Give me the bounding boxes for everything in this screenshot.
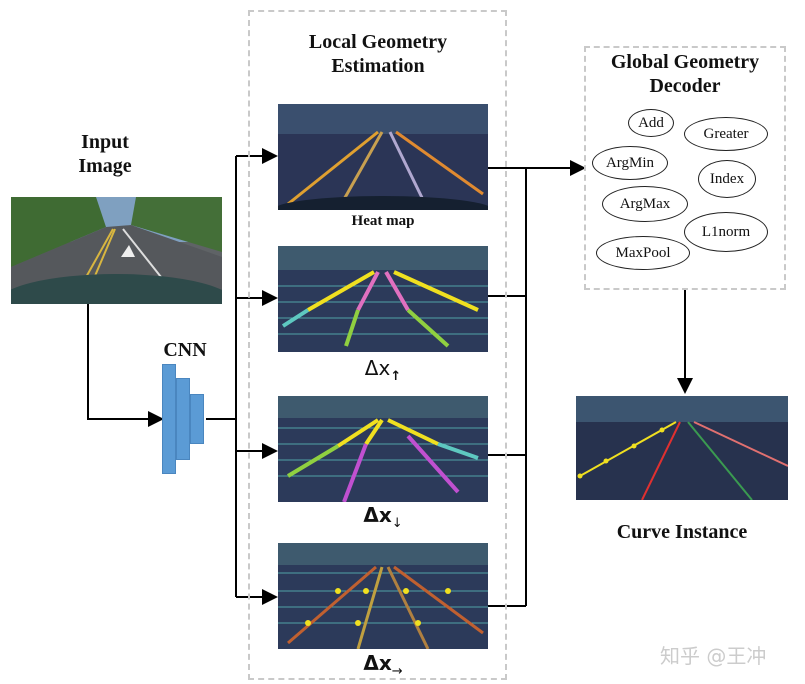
cnn-block <box>162 364 208 474</box>
global-title-line2: Decoder <box>649 75 721 97</box>
local-geometry-box <box>248 10 507 680</box>
op-l1norm: L1norm <box>684 212 768 252</box>
op-argmax: ArgMax <box>602 186 688 222</box>
delta-down-arrow: ↓ <box>391 516 403 531</box>
op-maxpool: MaxPool <box>596 236 690 270</box>
input-to-cnn-line <box>87 304 164 427</box>
op-add: Add <box>628 109 674 137</box>
local-title-line2: Estimation <box>331 55 425 77</box>
input-title-line2: Image <box>78 155 132 177</box>
local-title-line1: Local Geometry <box>308 31 448 53</box>
curve-instance-image <box>576 396 788 500</box>
global-title: Global Geometry Decoder <box>584 50 786 98</box>
delta-down-caption: Δx↓ <box>278 503 488 531</box>
watermark: 知乎 @王冲 <box>660 644 767 668</box>
delta-up-caption: Δx↑ <box>278 356 488 384</box>
op-greater: Greater <box>684 117 768 151</box>
heatmap-caption: Heat map <box>351 213 415 229</box>
input-title: Input Image <box>50 130 160 178</box>
cnn-layer-1 <box>162 364 176 474</box>
delta-up-panel <box>278 246 488 352</box>
delta-down-panel <box>278 396 488 502</box>
delta-up-arrow: ↑ <box>390 369 402 384</box>
delta-up-base: Δx <box>364 356 391 380</box>
global-title-line1: Global Geometry <box>610 51 760 73</box>
delta-right-panel <box>278 543 488 649</box>
local-title: Local Geometry Estimation <box>258 30 498 78</box>
delta-right-base: Δx <box>363 651 392 675</box>
op-argmin: ArgMin <box>592 146 668 180</box>
global-decoder-box <box>584 46 786 290</box>
heatmap-panel <box>278 104 488 210</box>
delta-right-arrow: → <box>391 664 403 679</box>
cnn-label: CNN <box>163 339 207 361</box>
delta-down-base: Δx <box>363 503 392 527</box>
cnn-layer-3 <box>190 394 204 444</box>
delta-right-caption: Δx→ <box>278 651 488 679</box>
input-image <box>11 197 222 304</box>
output-title: Curve Instance <box>616 521 748 543</box>
cnn-layer-2 <box>176 378 190 460</box>
input-title-line1: Input <box>81 131 129 153</box>
op-index: Index <box>698 160 756 198</box>
